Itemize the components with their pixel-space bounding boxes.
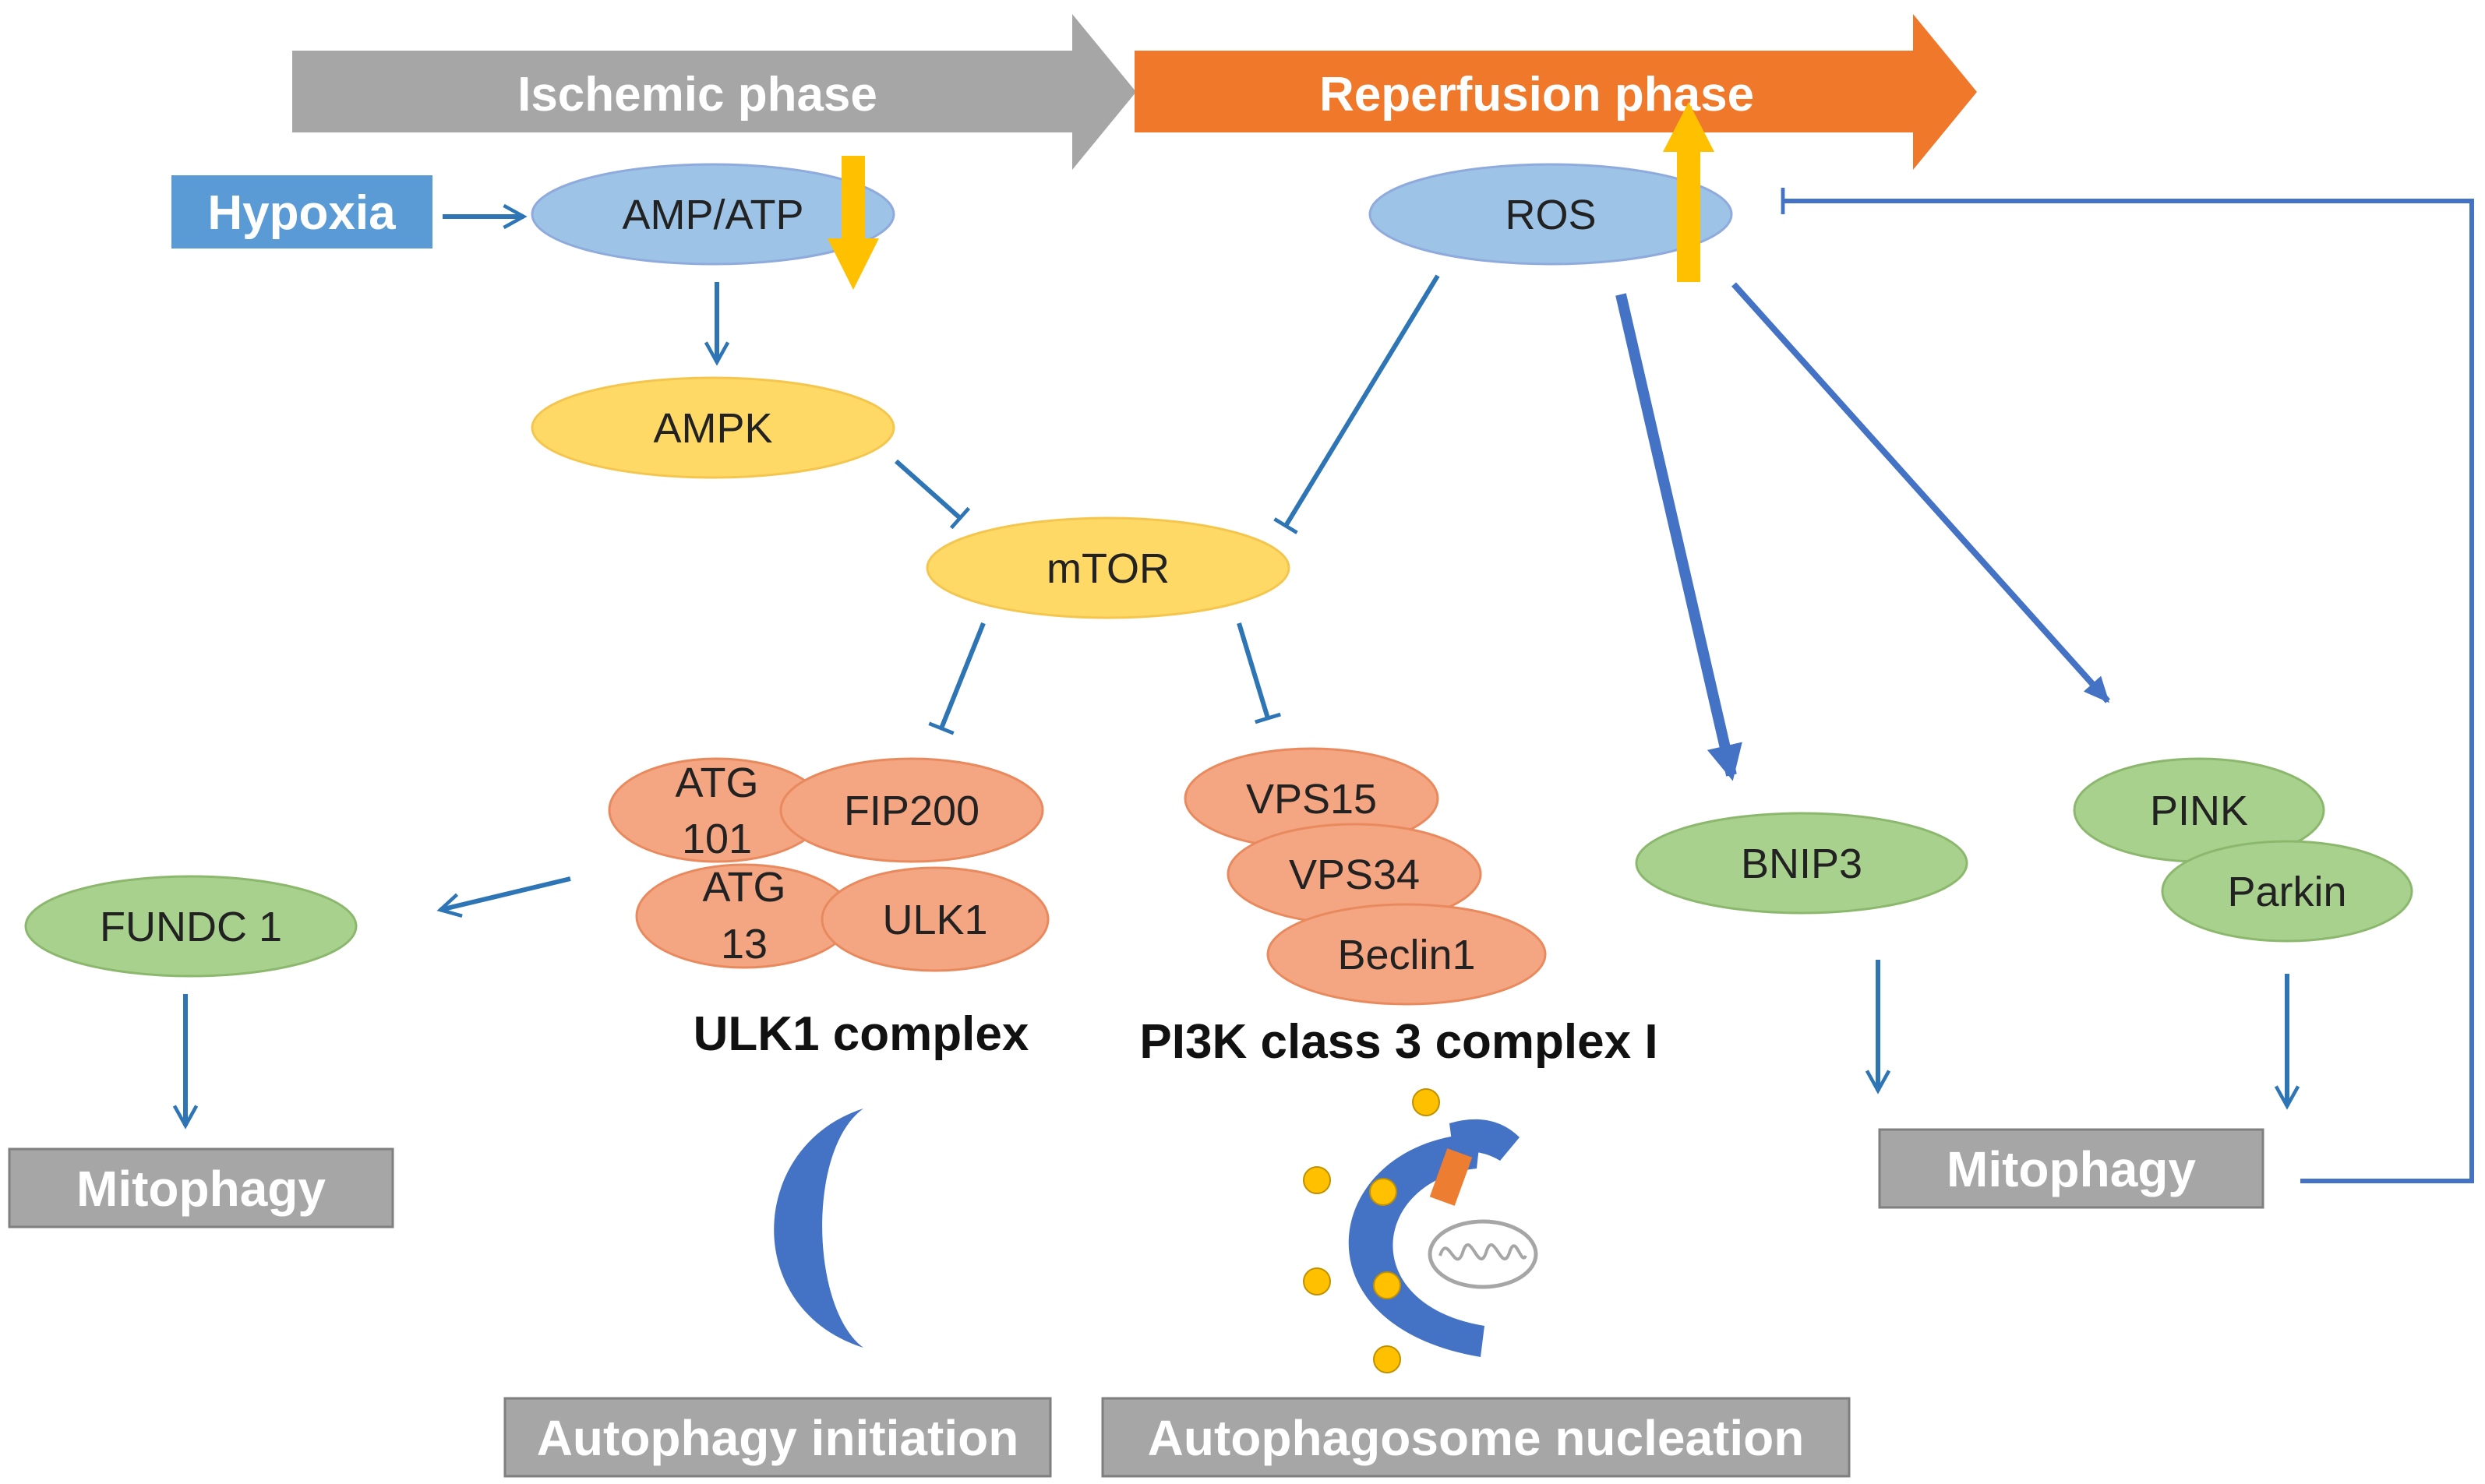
mtor-node: mTOR <box>926 516 1290 619</box>
phagophore-crescent-icon <box>774 1109 863 1348</box>
mtor-inhibits-ulk1-complex <box>928 622 986 735</box>
mitochondrion-icon <box>1428 1219 1538 1289</box>
ulk1-label: ULK1 <box>882 897 987 943</box>
ischemic-phase-arrow: Ischemic phase <box>292 14 1136 170</box>
pi3k-complex: VPS15 VPS34 Beclin1 PI3K class 3 complex… <box>1139 747 1658 1069</box>
autophagosome-nucleation-icon <box>1303 1088 1538 1373</box>
reperfusion-phase-label: Reperfusion phase <box>1319 68 1754 122</box>
ulk1-complex-to-fundc1-arrow <box>436 876 571 918</box>
beclin1-label: Beclin1 <box>1337 932 1475 978</box>
autophagy-initiation-box: Autophagy initiation <box>503 1397 1052 1478</box>
hypoxia-box: Hypoxia <box>171 175 432 249</box>
atg101-label-line2: 101 <box>682 816 752 862</box>
pink-node: PINK <box>2073 757 2325 863</box>
pink-label: PINK <box>2150 788 2248 834</box>
parkin-node: Parkin <box>2161 840 2413 943</box>
increase-arrow-icon <box>1663 102 1714 282</box>
ulk1-node: ULK1 <box>821 866 1050 972</box>
fip200-label: FIP200 <box>844 788 980 834</box>
atg13-label-line1: ATG <box>703 864 786 911</box>
amp-atp-label: AMP/ATP <box>622 192 803 238</box>
mtor-inhibits-pi3k-complex <box>1237 622 1281 724</box>
parkin-label: Parkin <box>2227 869 2346 915</box>
amp-atp-node: AMP/ATP <box>531 163 895 266</box>
fundc1-node: FUNDC 1 <box>24 875 358 978</box>
ulk1-complex: ATG 101 FIP200 ATG 13 ULK1 ULK1 complex <box>608 757 1050 1061</box>
pi3k-complex-label: PI3K class 3 complex I <box>1139 1015 1657 1069</box>
mitophagy-right-label: Mitophagy <box>1947 1141 2196 1197</box>
bnip3-label: BNIP3 <box>1741 841 1862 887</box>
reperfusion-phase-arrow: Reperfusion phase <box>1135 14 1977 170</box>
ampk-inhibits-mtor <box>895 459 971 530</box>
vps34-label: VPS34 <box>1289 851 1420 898</box>
hypoxia-label: Hypoxia <box>207 186 396 240</box>
ros-node: ROS <box>1368 163 1733 266</box>
mitophagy-feedback-inhibition <box>1781 188 2474 1183</box>
atg13-node: ATG 13 <box>635 863 853 969</box>
mitophagy-box-right: Mitophagy <box>1878 1128 2264 1209</box>
mitophagy-left-label: Mitophagy <box>76 1161 326 1217</box>
vps15-node: VPS15 <box>1184 747 1439 850</box>
mitophagy-box-left: Mitophagy <box>8 1147 394 1228</box>
ros-to-pink-arrow <box>1731 282 2110 703</box>
fundc1-label: FUNDC 1 <box>100 904 282 950</box>
mtor-label: mTOR <box>1047 545 1170 592</box>
autophagy-initiation-label: Autophagy initiation <box>537 1410 1019 1466</box>
fip200-node: FIP200 <box>779 757 1044 863</box>
autophagosome-nucleation-label: Autophagosome nucleation <box>1148 1410 1805 1466</box>
beclin1-node: Beclin1 <box>1266 903 1547 1006</box>
ros-inhibits-mtor <box>1273 274 1440 534</box>
atg101-node: ATG 101 <box>608 757 826 863</box>
decrease-arrow-icon <box>828 156 879 290</box>
ros-label: ROS <box>1505 192 1596 238</box>
ulk1-complex-label: ULK1 complex <box>694 1007 1029 1061</box>
bnip3-node: BNIP3 <box>1635 812 1968 915</box>
vps15-label: VPS15 <box>1246 776 1377 823</box>
ischemic-phase-label: Ischemic phase <box>517 68 877 122</box>
ros-to-bnip3-arrow <box>1615 293 1742 781</box>
ampk-label: AMPK <box>653 405 772 452</box>
atg13-label-line2: 13 <box>721 921 768 968</box>
atg101-label-line1: ATG <box>676 760 759 806</box>
ampk-node: AMPK <box>531 376 895 479</box>
autophagosome-nucleation-box: Autophagosome nucleation <box>1101 1397 1851 1478</box>
